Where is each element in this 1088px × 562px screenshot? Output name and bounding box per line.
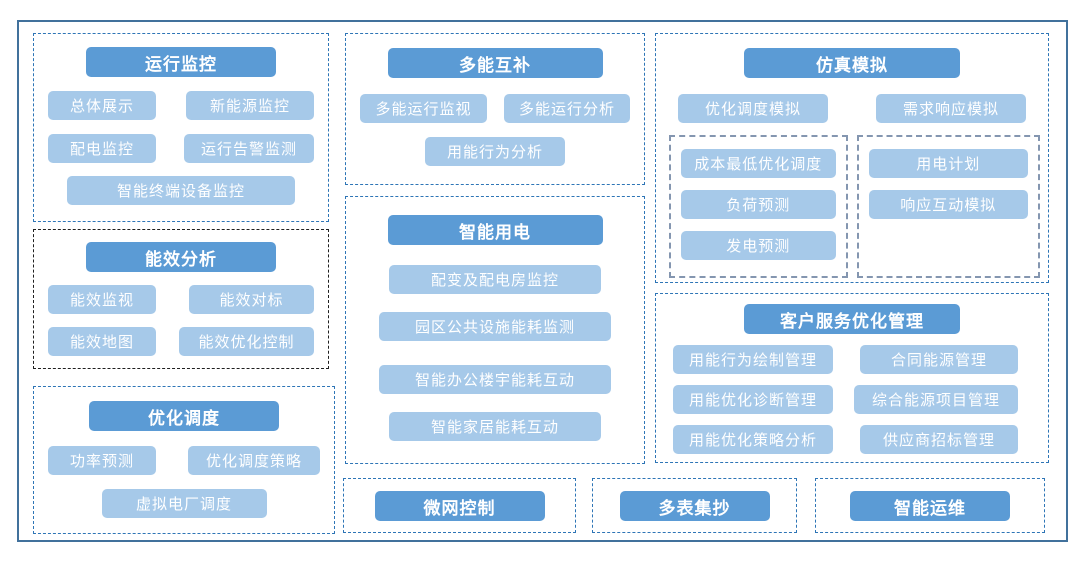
module-item: 总体展示 [48,91,156,120]
module-item: 能效监视 [48,285,156,314]
module-item: 响应互动模拟 [868,190,1028,219]
simulation-subgroup-response: 用电计划 响应互动模拟 [856,135,1040,278]
section-title-simulation: 仿真模拟 [744,48,960,78]
section-title-energy-efficiency: 能效分析 [86,242,276,272]
module-item: 负荷预测 [681,190,836,219]
module-item: 功率预测 [48,446,156,475]
section-title-customer-service: 客户服务优化管理 [744,304,960,334]
module-item: 合同能源管理 [860,345,1018,374]
module-item: 配电监控 [48,134,156,163]
module-item: 发电预测 [681,231,836,260]
module-item: 能效对标 [189,285,314,314]
module-item: 智能家居能耗互动 [389,412,601,441]
section-title-operation-monitoring: 运行监控 [86,47,276,77]
section-title-smart-power: 智能用电 [387,215,603,245]
module-item: 用能优化策略分析 [673,425,833,454]
module-item: 智能办公楼宇能耗互动 [379,365,611,394]
module-item: 优化调度模拟 [678,94,828,123]
module-item: 能效优化控制 [179,327,314,356]
simulation-subgroup-dispatch: 成本最低优化调度 负荷预测 发电预测 [669,135,848,278]
module-item: 配变及配电房监控 [389,265,601,294]
module-item: 综合能源项目管理 [854,385,1018,414]
section-meter-reading: 多表集抄 [592,478,797,533]
module-item: 多能运行分析 [504,94,630,123]
section-operation-monitoring: 运行监控 总体展示 新能源监控 配电监控 运行告警监测 智能终端设备监控 [33,33,329,222]
module-item: 虚拟电厂调度 [101,489,267,518]
section-title-microgrid: 微网控制 [374,491,545,521]
section-customer-service: 客户服务优化管理 用能行为绘制管理 合同能源管理 用能优化诊断管理 综合能源项目… [655,293,1049,463]
module-item: 能效地图 [48,327,156,356]
module-item: 需求响应模拟 [876,94,1026,123]
module-item: 供应商招标管理 [860,425,1018,454]
section-energy-efficiency: 能效分析 能效监视 能效对标 能效地图 能效优化控制 [33,229,329,369]
section-simulation: 仿真模拟 优化调度模拟 需求响应模拟 成本最低优化调度 负荷预测 发电预测 用电… [655,33,1049,283]
module-item: 园区公共设施能耗监测 [379,312,611,341]
section-title-smart-om: 智能运维 [850,491,1010,521]
section-smart-power: 智能用电 配变及配电房监控 园区公共设施能耗监测 智能办公楼宇能耗互动 智能家居… [345,196,645,464]
section-title-multi-energy: 多能互补 [387,48,603,78]
module-item: 多能运行监视 [360,94,487,123]
module-item: 运行告警监测 [184,134,314,163]
module-item: 用能行为分析 [425,137,565,166]
module-item: 用能行为绘制管理 [673,345,833,374]
section-multi-energy: 多能互补 多能运行监视 多能运行分析 用能行为分析 [345,33,645,185]
module-item: 智能终端设备监控 [67,176,295,205]
section-microgrid: 微网控制 [343,478,576,533]
section-optimal-dispatch: 优化调度 功率预测 优化调度策略 虚拟电厂调度 [33,386,335,534]
section-title-optimal-dispatch: 优化调度 [89,401,279,431]
module-item: 用电计划 [868,149,1028,178]
module-item: 成本最低优化调度 [681,149,836,178]
module-item: 优化调度策略 [188,446,320,475]
module-item: 用能优化诊断管理 [673,385,833,414]
section-title-meter-reading: 多表集抄 [619,491,770,521]
module-item: 新能源监控 [186,91,314,120]
section-smart-om: 智能运维 [815,478,1045,533]
